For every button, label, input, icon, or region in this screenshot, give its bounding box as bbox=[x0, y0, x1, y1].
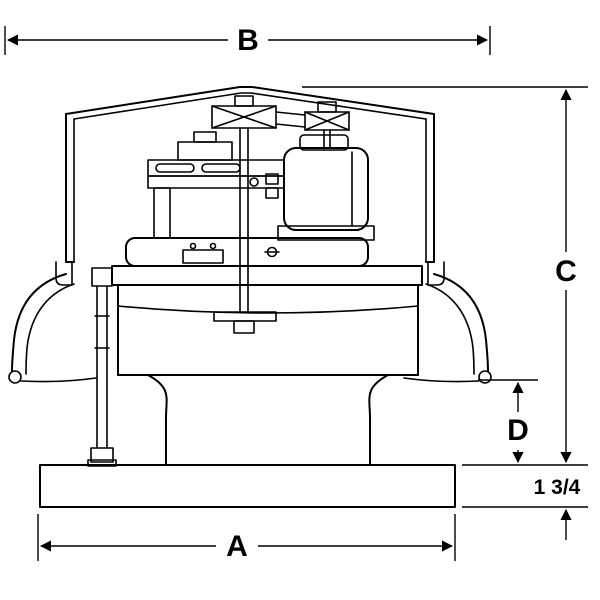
motor-body bbox=[283, 147, 369, 231]
belt-upper bbox=[275, 111, 306, 116]
base-plate bbox=[39, 464, 456, 508]
fan-shaft bbox=[213, 127, 277, 334]
clip-right bbox=[427, 261, 445, 286]
dimension-labels: B A C D 1 3/4 bbox=[226, 24, 581, 563]
ventilator-assembly bbox=[8, 86, 492, 508]
bearing-cap bbox=[193, 131, 217, 143]
clip-left bbox=[55, 261, 73, 286]
skirt-left bbox=[8, 273, 97, 384]
deck-detail-plate bbox=[182, 249, 224, 264]
fan-pulley-hub bbox=[234, 95, 254, 107]
dim-label-d: D bbox=[507, 414, 529, 447]
deck-plate bbox=[125, 237, 369, 267]
rail-lower bbox=[147, 175, 285, 189]
dim-label-thickness: 1 3/4 bbox=[534, 476, 581, 499]
deck-rivet bbox=[189, 242, 197, 250]
conduit-top-fitting bbox=[91, 267, 113, 287]
bearing-block bbox=[177, 141, 233, 161]
motor bbox=[265, 129, 375, 241]
motor-foot bbox=[277, 225, 375, 241]
deck-rivet bbox=[209, 242, 217, 250]
rail-slot bbox=[155, 163, 195, 173]
motor-mount-rail bbox=[147, 131, 285, 239]
skirt-bead-left bbox=[8, 370, 22, 384]
shaft-hub bbox=[233, 320, 255, 334]
rail-upper bbox=[147, 159, 285, 177]
motor-bolt bbox=[265, 173, 279, 185]
motor-pulley-hub bbox=[317, 101, 337, 113]
rail-slot bbox=[201, 163, 241, 173]
curb-cap-band bbox=[111, 265, 423, 286]
venturi-seam bbox=[117, 305, 419, 314]
hood bbox=[65, 86, 435, 263]
belt-lower bbox=[275, 123, 306, 128]
rail-support bbox=[153, 187, 171, 239]
hood-roof-outer bbox=[65, 86, 435, 115]
hood-roof-inner bbox=[73, 92, 427, 120]
conduit-coupling bbox=[90, 447, 114, 463]
housing-drum bbox=[117, 284, 419, 376]
dim-label-a: A bbox=[226, 530, 248, 563]
motor-bolt bbox=[265, 187, 279, 199]
dim-label-c: C bbox=[555, 255, 577, 288]
dimension-lines bbox=[4, 26, 588, 561]
rail-bolt bbox=[249, 177, 259, 187]
skirt-right bbox=[403, 273, 492, 384]
drive bbox=[211, 95, 350, 131]
dim-label-b: B bbox=[237, 24, 259, 57]
skirt-bead-right bbox=[478, 370, 492, 384]
conduit bbox=[87, 267, 117, 467]
pedestal bbox=[147, 374, 389, 466]
